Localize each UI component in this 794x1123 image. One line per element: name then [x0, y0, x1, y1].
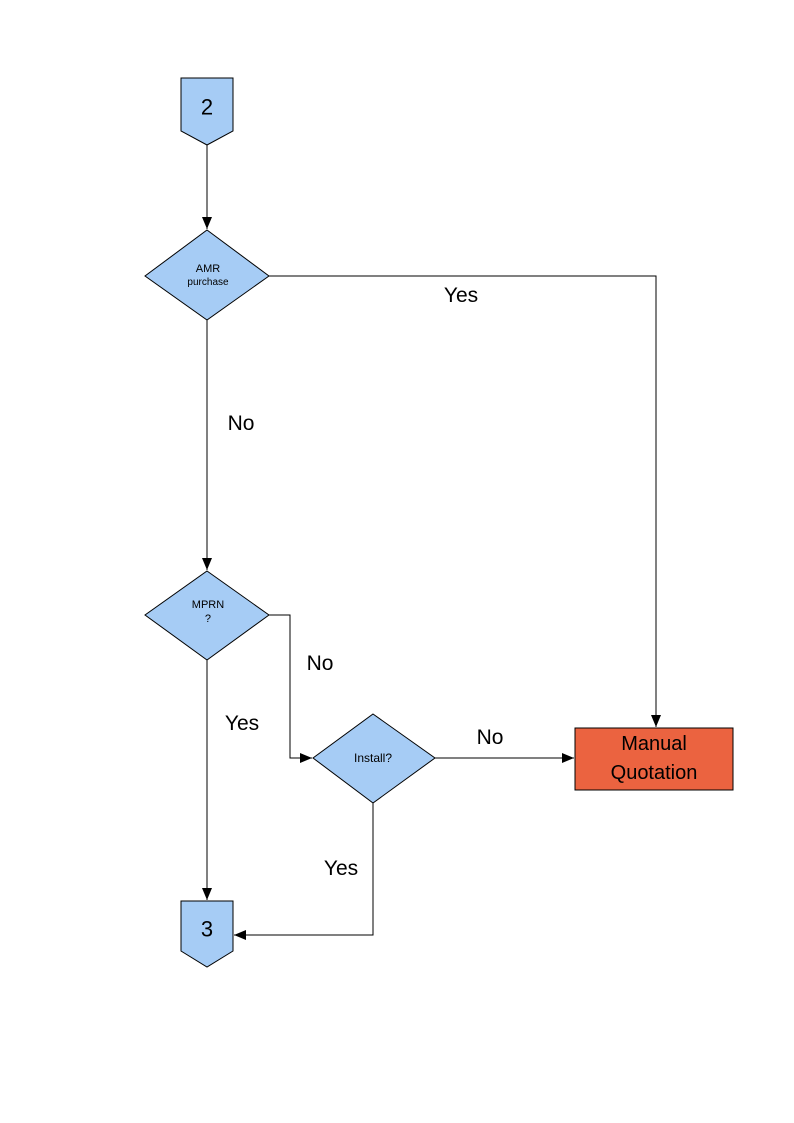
edge-mprn-no — [269, 614, 312, 763]
edge-mprn-no-label: No — [306, 651, 334, 675]
decision-mprn-label-line1: MPRN — [191, 599, 225, 611]
offpage-connector-2 — [180, 77, 234, 146]
decision-install-label: Install? — [353, 751, 393, 766]
decision-amr-purchase — [144, 229, 270, 321]
connector-3-label: 3 — [200, 916, 214, 942]
manual-quotation-label: Manual Quotation — [611, 730, 698, 788]
edge-install-yes-label: Yes — [323, 856, 359, 880]
decision-mprn — [144, 570, 270, 661]
edge-install-no-label: No — [476, 725, 504, 749]
process-manual-quotation — [574, 727, 734, 791]
edge-install-yes — [234, 803, 374, 940]
edge-amr-yes-label: Yes — [443, 283, 479, 307]
edge-amr-no-label: No — [227, 411, 255, 435]
connector-2-label: 2 — [200, 94, 214, 120]
offpage-connector-3 — [180, 900, 234, 968]
edge-mprn-yes-label: Yes — [224, 711, 260, 735]
manual-quotation-label-line1: Manual — [621, 733, 687, 755]
decision-amr-label-line2: purchase — [187, 277, 229, 288]
decision-install — [312, 713, 436, 804]
decision-amr-label: AMR purchase — [187, 262, 228, 290]
edge-amr-yes — [269, 275, 661, 727]
decision-mprn-label: MPRN ? — [192, 598, 224, 626]
manual-quotation-label-line2: Quotation — [610, 762, 698, 784]
decision-mprn-label-line2: ? — [204, 613, 212, 625]
decision-amr-label-line1: AMR — [195, 263, 221, 275]
